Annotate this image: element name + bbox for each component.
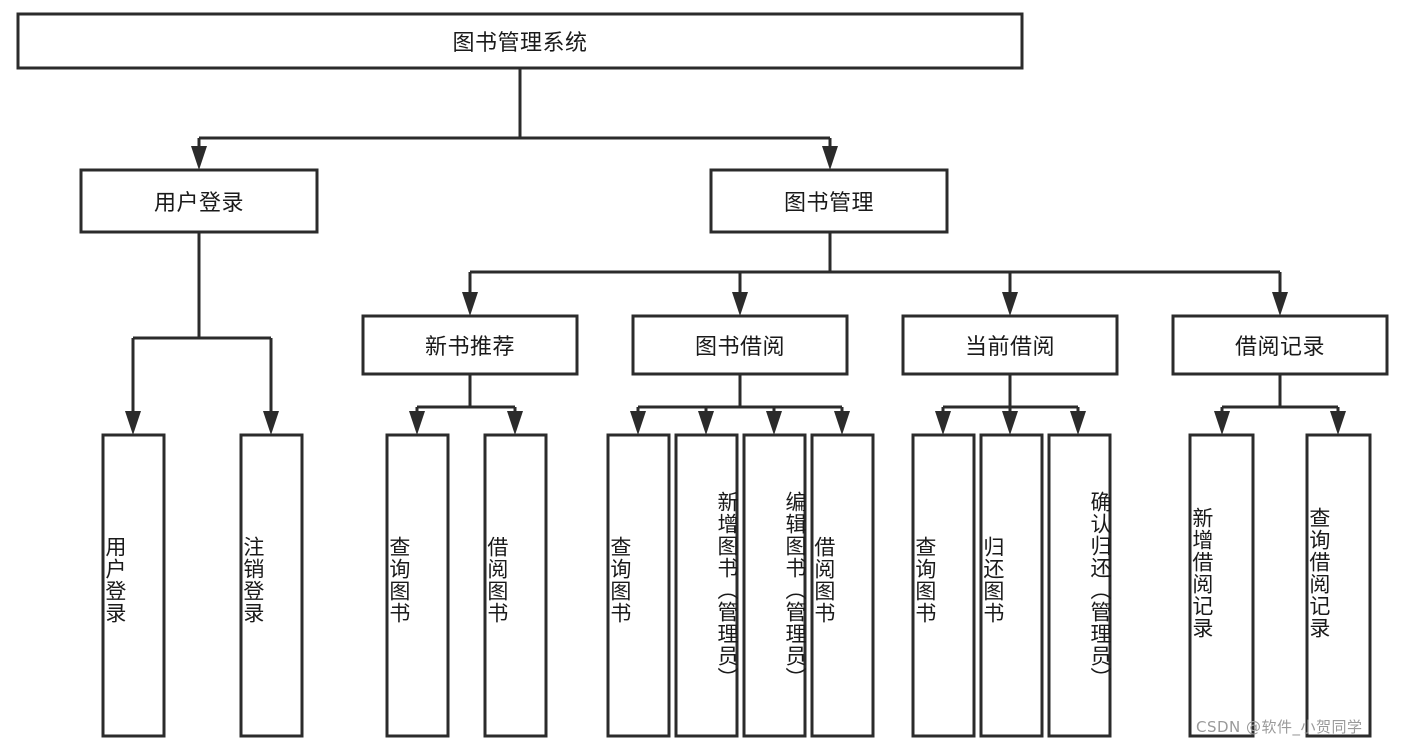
connector-group-new-book-recommend — [409, 374, 523, 435]
arrow-head-current-borrow — [1002, 292, 1018, 316]
connector-group-root — [191, 68, 838, 170]
node-box-leaf-borrow-book-1[interactable] — [483, 433, 548, 738]
arrow-head-leaf-add-record — [1214, 411, 1230, 435]
node-box-leaf-edit-book[interactable] — [742, 433, 807, 738]
node-box-book-borrow[interactable] — [631, 314, 849, 376]
connector-group-user-login — [125, 232, 279, 435]
node-box-leaf-add-book[interactable] — [674, 433, 739, 738]
arrow-head-leaf-query-record — [1330, 411, 1346, 435]
arrow-head-borrow-record — [1272, 292, 1288, 316]
connector-group-current-borrow — [935, 374, 1086, 435]
node-box-borrow-record[interactable] — [1171, 314, 1389, 376]
csdn-watermark: CSDN @软件_小贺同学 — [1196, 718, 1363, 736]
arrow-head-leaf-query-book-1 — [409, 411, 425, 435]
node-box-leaf-query-record[interactable] — [1305, 433, 1372, 738]
arrow-head-leaf-edit-book — [766, 411, 782, 435]
node-box-leaf-query-book-1[interactable] — [385, 433, 450, 738]
node-box-leaf-query-book-2[interactable] — [606, 433, 671, 738]
arrow-head-leaf-user-logout — [263, 411, 279, 435]
node-box-leaf-query-book-3[interactable] — [911, 433, 976, 738]
node-box-leaf-confirm-return[interactable] — [1047, 433, 1112, 738]
node-box-current-borrow[interactable] — [901, 314, 1119, 376]
arrow-head-leaf-user-login — [125, 411, 141, 435]
node-box-book-management[interactable] — [709, 168, 949, 234]
connector-group-book-management — [462, 232, 1288, 316]
arrow-head-leaf-confirm-return — [1070, 411, 1086, 435]
arrow-head-book-borrow — [732, 292, 748, 316]
node-box-new-book-recommend[interactable] — [361, 314, 579, 376]
arrow-head-book-management — [822, 146, 838, 170]
node-box-leaf-user-logout[interactable] — [239, 433, 304, 738]
node-box-leaf-return-book[interactable] — [979, 433, 1044, 738]
arrow-head-leaf-borrow-book-1 — [507, 411, 523, 435]
node-box-leaf-user-login[interactable] — [101, 433, 166, 738]
node-box-leaf-borrow-book-2[interactable] — [810, 433, 875, 738]
arrow-head-leaf-query-book-3 — [935, 411, 951, 435]
arrow-head-new-book-recommend — [462, 292, 478, 316]
connector-group-book-borrow — [630, 374, 850, 435]
node-box-user-login[interactable] — [79, 168, 319, 234]
arrow-head-leaf-borrow-book-2 — [834, 411, 850, 435]
node-box-leaf-add-record[interactable] — [1188, 433, 1255, 738]
arrow-head-user-login — [191, 146, 207, 170]
arrow-head-leaf-query-book-2 — [630, 411, 646, 435]
node-box-root[interactable] — [16, 12, 1024, 70]
arrow-head-leaf-add-book — [698, 411, 714, 435]
connector-group-borrow-record — [1214, 374, 1346, 435]
arrow-head-leaf-return-book — [1002, 411, 1018, 435]
